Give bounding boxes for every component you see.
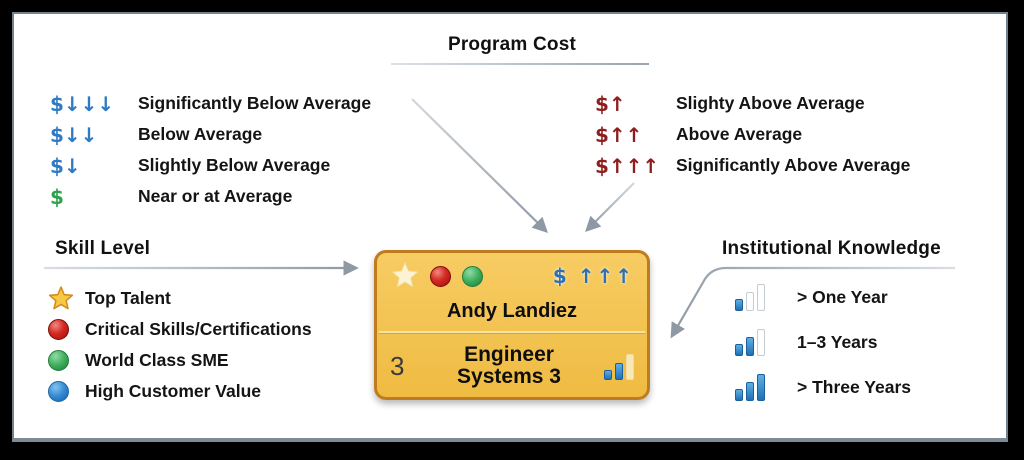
legend-item: High Customer Value [48,378,312,405]
green-circle-icon [48,350,78,371]
legend-item: $↓↓↓ Significantly Below Average [50,88,371,119]
program-cost-title: Program Cost [447,34,577,55]
cost-symbol: $↑↑↑ [595,153,660,178]
card-header: $ ↑↑↑ Andy Landiez [377,253,647,333]
star-icon [48,285,78,312]
legend-item-label: > Three Years [797,376,911,397]
cost-symbol: $↑↑ [595,122,643,147]
employee-card: $ ↑↑↑ Andy Landiez 3 Engineer Systems 3 [374,250,650,400]
cost-above-legend: $↑ Slighty Above Average $↑↑ Above Avera… [595,88,910,181]
card-divider [379,331,645,333]
legend-item-label: > One Year [797,286,888,307]
legend-item: $ Near or at Average [50,181,371,212]
cost-symbol: $↓↓↓ [50,91,115,116]
card-footer: 3 Engineer Systems 3 [377,335,647,397]
legend-item-label: World Class SME [85,350,229,370]
cost-symbol: $↑ [595,91,626,116]
legend-item: World Class SME [48,347,312,374]
legend-item: $↑↑↑ Significantly Above Average [595,150,910,181]
legend-item-label: Significantly Below Average [138,93,372,113]
card-job-title: Engineer Systems 3 [414,342,604,389]
legend-item: 1–3 Years [735,327,911,357]
blue-circle-icon [48,381,78,402]
cost-symbol: $↓↓ [50,122,98,147]
legend-item-label: Top Talent [85,288,171,308]
legend-item-label: High Customer Value [85,381,262,401]
legend-item: Top Talent [48,285,312,312]
red-circle-icon [48,319,78,340]
institutional-knowledge-legend: > One Year 1–3 Years > Three Years [735,282,911,402]
legend-item-label: Critical Skills/Certifications [85,319,312,339]
legend-item-label: 1–3 Years [797,331,878,352]
card-employee-name: Andy Landiez [446,300,577,322]
cost-below-legend: $↓↓↓ Significantly Below Average $↓↓ Bel… [50,88,371,212]
legend-item-label: Near or at Average [138,186,293,206]
skill-level-title: Skill Level [55,238,151,259]
legend-item-label: Above Average [676,124,803,144]
card-cost-indicator: $ ↑↑↑ [552,264,634,288]
bars-1-filled-icon [735,283,765,311]
card-job-title-line1: Engineer [464,342,554,366]
legend-item: $↑↑ Above Average [595,119,910,150]
star-icon [391,262,419,290]
legend-item-label: Significantly Above Average [676,155,911,175]
legend-item-label: Below Average [138,124,263,144]
bars-2-filled-icon [735,328,765,356]
legend-item: > One Year [735,282,911,312]
legend-item: $↑ Slighty Above Average [595,88,910,119]
institutional-knowledge-title: Institutional Knowledge [722,238,941,259]
legend-item: Critical Skills/Certifications [48,316,312,343]
cost-symbol: $↓ [50,153,81,178]
card-skill-icons [391,262,483,290]
bars-2-filled-icon [604,353,634,380]
cost-symbol: $ [50,184,64,209]
red-circle-icon [430,265,451,287]
card-job-title-line2: Systems 3 [457,365,561,388]
skill-level-legend: Top Talent Critical Skills/Certification… [48,285,312,405]
green-circle-icon [462,265,483,287]
legend-item: > Three Years [735,372,911,402]
card-level-number: 3 [390,350,405,381]
legend-item: $↓↓ Below Average [50,119,371,150]
bars-3-filled-icon [735,373,765,401]
legend-item-label: Slighty Above Average [676,93,865,113]
legend-item-label: Slightly Below Average [138,155,331,175]
legend-item: $↓ Slightly Below Average [50,150,371,181]
